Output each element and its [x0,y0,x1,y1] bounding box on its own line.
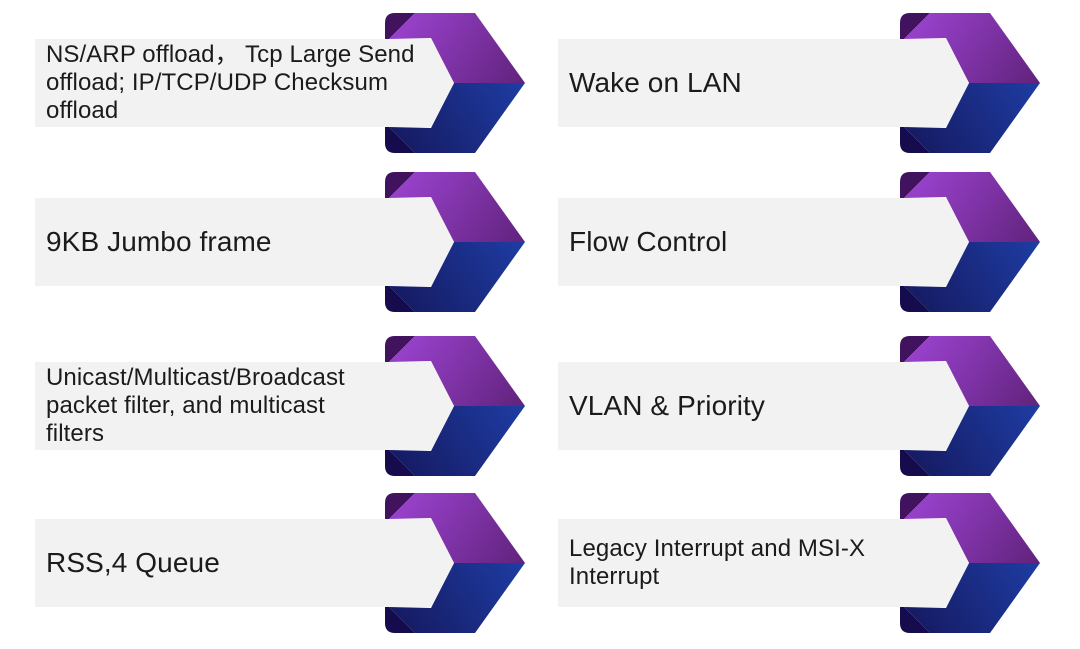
feature-item-packet-filter: Unicast/Multicast/Broadcast packet filte… [35,336,525,476]
feature-item-ns-arp-offload: NS/ARP offload， Tcp Large Send offload; … [35,13,525,153]
feature-label: Wake on LAN [569,67,742,98]
feature-label-bar: RSS,4 Queue [35,519,454,607]
chevron-arrow-icon [385,13,525,153]
chevron-arrow-icon [385,336,525,476]
feature-label: NS/ARP offload， Tcp Large Send offload; … [46,41,415,124]
feature-label: RSS,4 Queue [46,547,220,578]
feature-label: Legacy Interrupt and MSI-X Interrupt [569,535,866,590]
chevron-arrow-icon [385,172,525,312]
feature-label: Flow Control [569,226,728,257]
chevron-arrow-icon [900,172,1040,312]
feature-label: 9KB Jumbo frame [46,226,272,257]
feature-item-vlan-priority: VLAN & Priority [558,336,1040,476]
chevron-arrow-icon [900,493,1040,633]
feature-label-bar: Unicast/Multicast/Broadcast packet filte… [35,362,454,450]
feature-label-bar: NS/ARP offload， Tcp Large Send offload; … [35,39,454,127]
feature-label: VLAN & Priority [569,390,765,421]
feature-item-jumbo-frame: 9KB Jumbo frame [35,172,525,312]
chevron-arrow-icon [900,13,1040,153]
feature-label-bar: 9KB Jumbo frame [35,198,454,286]
feature-label-bar: Wake on LAN [558,39,969,127]
chevron-arrow-icon [900,336,1040,476]
feature-label: Unicast/Multicast/Broadcast packet filte… [46,364,345,447]
feature-item-flow-control: Flow Control [558,172,1040,312]
feature-label-bar: Flow Control [558,198,969,286]
feature-label-bar: Legacy Interrupt and MSI-X Interrupt [558,519,969,607]
feature-item-rss-queue: RSS,4 Queue [35,493,525,633]
feature-item-wake-on-lan: Wake on LAN [558,13,1040,153]
feature-label-bar: VLAN & Priority [558,362,969,450]
feature-item-msi-interrupt: Legacy Interrupt and MSI-X Interrupt [558,493,1040,633]
chevron-arrow-icon [385,493,525,633]
